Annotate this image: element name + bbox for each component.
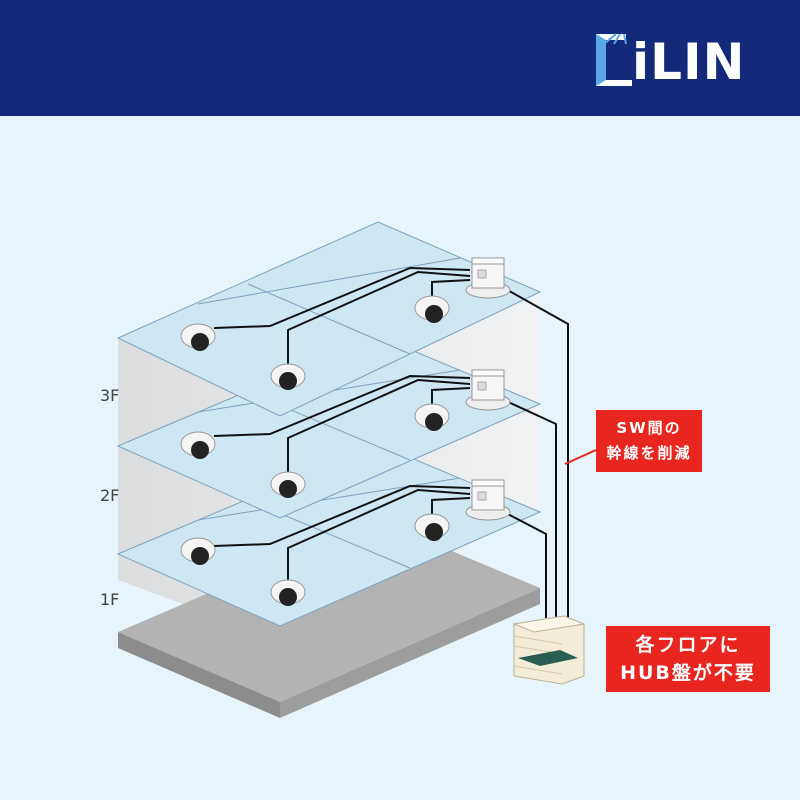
callout-backbone: SW間の 幹線を削減 — [596, 410, 702, 472]
network-diagram: 3F 2F 1F — [0, 116, 800, 800]
brand-name: iLIN — [632, 33, 746, 91]
building-illustration — [116, 221, 597, 718]
floor-label-1f: 1F — [100, 590, 120, 609]
callout-hub: 各フロアに HUB盤が不要 — [606, 626, 770, 692]
header-bar: iLIN — [0, 0, 800, 116]
lamp-icon — [596, 33, 632, 86]
callout-hub-line1: 各フロアに — [635, 634, 741, 656]
floor-label-3f: 3F — [100, 386, 120, 405]
floor-label-2f: 2F — [100, 486, 120, 505]
hub-cabinet-icon — [512, 615, 586, 685]
cables — [213, 266, 569, 618]
floor-plate-3f — [116, 221, 542, 417]
callout-hub-line2: HUB盤が不要 — [620, 662, 756, 684]
switch-icons — [465, 257, 511, 521]
ground-slab — [118, 520, 540, 702]
brand-logo: iLIN — [592, 30, 777, 91]
camera-icons — [180, 295, 450, 606]
callout-backbone-line1: SW間の — [616, 419, 682, 437]
callout-backbone-line2: 幹線を削減 — [606, 444, 692, 462]
